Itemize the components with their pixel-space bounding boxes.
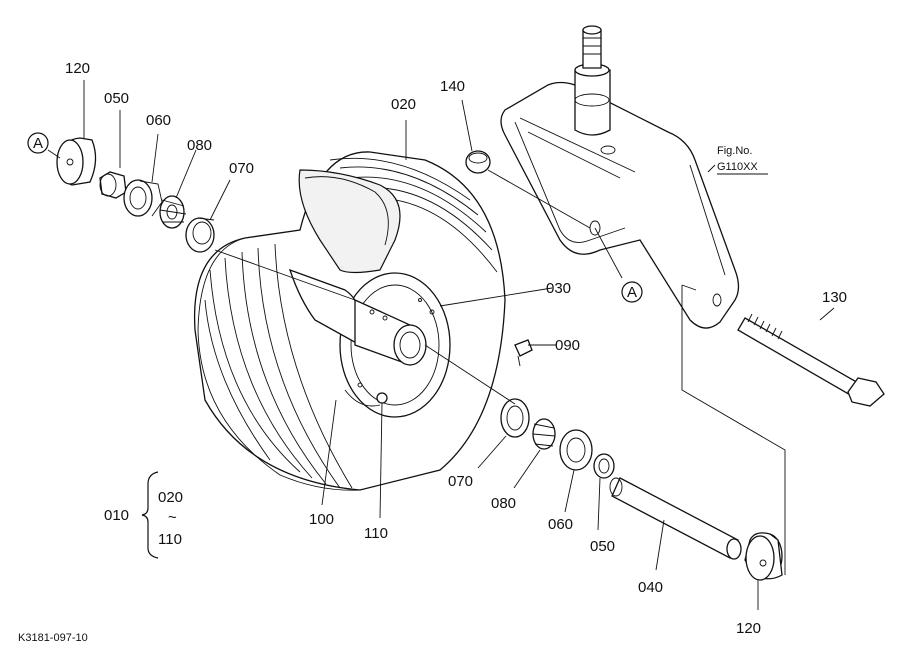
label-100: 100 <box>309 511 334 528</box>
bushing <box>465 150 491 174</box>
bearing-ring-right <box>559 429 593 471</box>
bearing-ring-left <box>123 179 163 217</box>
label-020-tire: 020 <box>391 96 416 113</box>
label-050-right: 050 <box>590 538 615 555</box>
fork-bracket <box>500 81 740 329</box>
hub-tube <box>354 298 427 366</box>
fig-no-value: G110XX <box>717 161 758 173</box>
axle-bolt <box>737 313 885 407</box>
callout-a-left-label: A <box>33 135 43 152</box>
label-120-left: 120 <box>65 60 90 77</box>
label-050-left: 050 <box>104 90 129 107</box>
callout-a-right-label: A <box>627 284 637 301</box>
grease-fitting <box>514 339 533 367</box>
valve-part <box>376 392 388 404</box>
hub-cap-left <box>56 137 97 186</box>
range-bracket <box>141 471 159 559</box>
fork-spindle <box>574 25 611 136</box>
spacer-right <box>593 453 615 479</box>
label-120-right: 120 <box>736 620 761 637</box>
label-040: 040 <box>638 579 663 596</box>
label-060-left: 060 <box>146 112 171 129</box>
label-070-left: 070 <box>229 160 254 177</box>
bearing-cone-right <box>532 418 556 450</box>
axle-tube <box>609 477 742 560</box>
drawing-code: K3181-097-10 <box>18 632 88 644</box>
callout-a-right: A <box>621 281 643 303</box>
label-range-110: 110 <box>158 531 182 548</box>
bearing-cup-left <box>185 217 215 253</box>
leader-lines <box>47 80 835 610</box>
label-090: 090 <box>555 337 580 354</box>
label-080-right: 080 <box>491 495 516 512</box>
label-030: 030 <box>546 280 571 297</box>
hub-cap-right <box>744 532 783 581</box>
label-140: 140 <box>440 78 465 95</box>
spacer-left <box>99 171 127 199</box>
label-range-020: 020 <box>158 489 183 506</box>
label-070-right: 070 <box>448 473 473 490</box>
bearing-cone-left <box>159 195 187 229</box>
callout-a-left: A <box>27 132 49 154</box>
label-080-left: 080 <box>187 137 212 154</box>
label-010: 010 <box>104 507 129 524</box>
bearing-cup-right <box>500 398 530 438</box>
label-110: 110 <box>364 525 388 542</box>
label-130: 130 <box>822 289 847 306</box>
label-range-sep: ~ <box>168 509 177 526</box>
fig-no-label: Fig.No. <box>717 145 752 157</box>
label-060-right: 060 <box>548 516 573 533</box>
